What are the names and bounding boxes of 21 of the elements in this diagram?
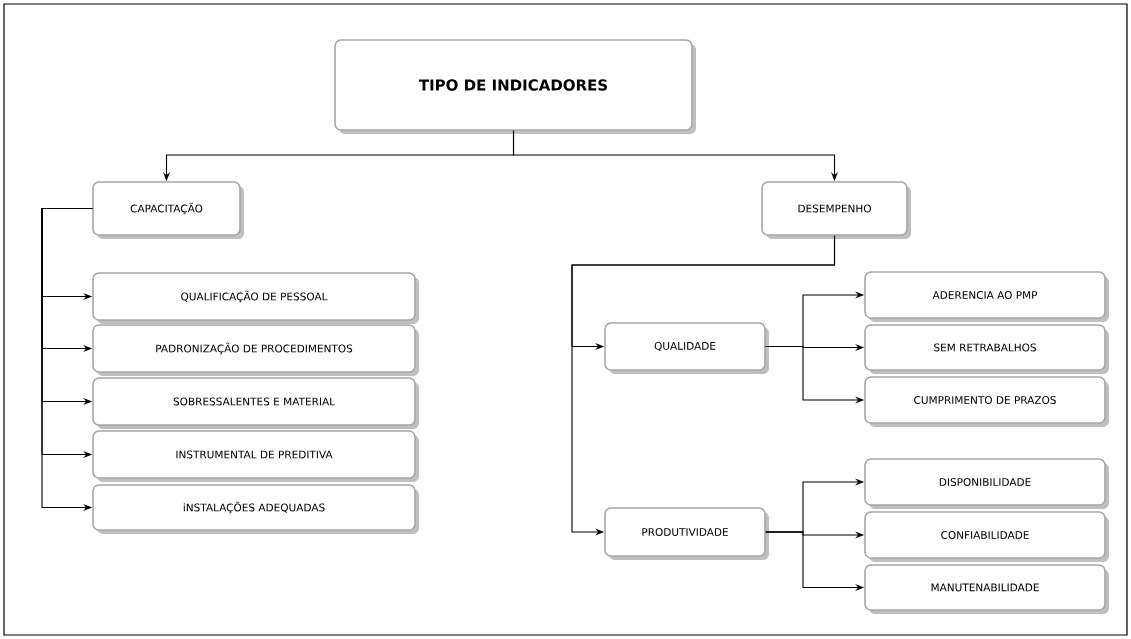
indicator-box: PRODUTIVIDADE: [604, 507, 769, 560]
indicator-box: iNSTALAÇÕES ADEQUADAS: [92, 484, 419, 534]
indicator-box: SEM RETRABALHOS: [864, 324, 1109, 374]
indicator-box: PADRONIZAÇÃO DE PROCEDIMENTOS: [92, 324, 419, 376]
node-label: ADERENCIA AO PMP: [932, 291, 1038, 299]
indicator-box: INSTRUMENTAL DE PREDITIVA: [92, 430, 419, 482]
indicator-box: DESEMPENHO: [761, 181, 911, 239]
indicator-box: DISPONIBILIDADE: [864, 458, 1109, 509]
node-label: CUMPRIMENTO DE PRAZOS: [914, 396, 1056, 404]
indicator-box: QUALIDADE: [604, 322, 769, 374]
indicator-box: CAPACITAÇÃO: [92, 181, 244, 239]
indicator-box: MANUTENABILIDADE: [864, 564, 1109, 614]
indicator-box: ADERENCIA AO PMP: [864, 271, 1109, 322]
indicator-box: SOBRESSALENTES E MATERIAL: [92, 377, 419, 429]
node-label: DISPONIBILIDADE: [939, 478, 1031, 486]
node-label: CONFIABILIDADE: [941, 531, 1029, 539]
indicator-box: QUALIFICAÇÃO DE PESSOAL: [92, 272, 419, 324]
indicator-box: CONFIABILIDADE: [864, 511, 1109, 562]
indicator-box: CUMPRIMENTO DE PRAZOS: [864, 376, 1109, 427]
node-label: iNSTALAÇÕES ADEQUADAS: [183, 501, 325, 514]
title-box: TIPO DE INDICADORES: [334, 39, 696, 134]
